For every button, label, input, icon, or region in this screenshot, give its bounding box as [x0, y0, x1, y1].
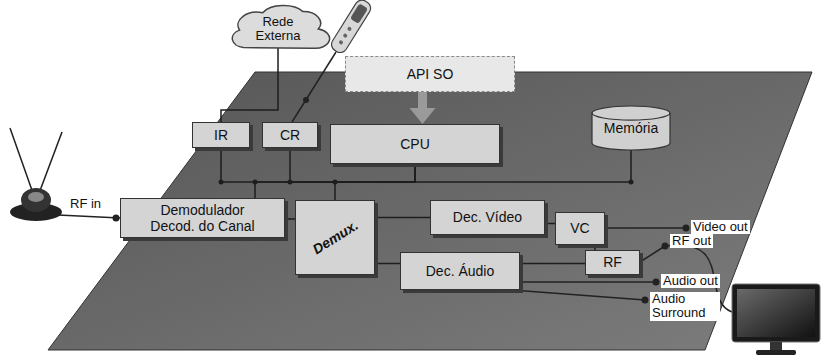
connector-dot — [642, 297, 649, 304]
bus-junction — [288, 180, 293, 185]
port-label: RF out — [670, 234, 713, 248]
connector-line — [375, 263, 400, 265]
box-label: RF — [603, 254, 622, 270]
box-label: Dec. Áudio — [426, 263, 494, 279]
network-cloud: Rede Externa — [230, 0, 326, 58]
audio-out-wire — [520, 281, 656, 283]
api-box: API SO — [345, 56, 515, 92]
antenna — [10, 128, 62, 221]
connector-line — [375, 217, 430, 219]
connector-dot — [113, 215, 120, 222]
box-label: Demux. — [309, 217, 360, 257]
process-box: Demodulador Decod. do Canal — [120, 198, 285, 238]
demux-box: Demux. — [295, 200, 375, 275]
bus-junction — [219, 180, 224, 185]
process-box: Dec. Áudio — [400, 252, 520, 290]
process-box: RF — [585, 250, 640, 275]
port-label: Video out — [691, 220, 750, 234]
process-box: CR — [262, 122, 318, 148]
box-label: IR — [214, 127, 228, 143]
connector-line — [520, 263, 585, 265]
remote-wire — [292, 52, 336, 122]
bus-junction — [629, 180, 634, 185]
box-label: Memória — [604, 120, 658, 136]
process-box: IR — [192, 122, 250, 148]
cpu-box: CPU — [330, 124, 500, 164]
bus-junction — [253, 180, 258, 185]
box-label: CR — [280, 127, 300, 143]
rf-out-wire — [640, 246, 665, 262]
connector-line — [545, 223, 555, 225]
video-out-wire — [605, 227, 686, 229]
connector-dot — [653, 279, 660, 286]
process-box: Dec. Vídeo — [430, 200, 545, 235]
box-label: CPU — [400, 136, 430, 152]
box-label: Dec. Vídeo — [453, 209, 522, 225]
remote-control — [329, 0, 373, 55]
port-label: Audio Surround — [650, 292, 720, 321]
connector-line — [285, 218, 295, 220]
memory-cylinder: Memória — [592, 106, 670, 150]
audio-surround-wire — [512, 290, 645, 300]
rf-in-wire — [58, 215, 120, 218]
box-label: Demodulador Decod. do Canal — [142, 202, 264, 234]
box-label: API SO — [407, 66, 454, 82]
bus-junction — [333, 180, 338, 185]
connector-line — [418, 92, 427, 108]
connector-dot — [303, 97, 309, 103]
port-label: RF in — [68, 197, 103, 211]
connector-line — [255, 164, 415, 198]
box-label: VC — [570, 220, 589, 236]
connector-line — [221, 47, 278, 122]
television — [732, 284, 820, 355]
process-box: VC — [555, 212, 605, 245]
arrow-head — [410, 108, 436, 124]
connector-dot — [683, 225, 690, 232]
port-label: Audio out — [661, 274, 720, 288]
circuit-board — [48, 72, 812, 350]
box-label: Rede Externa — [243, 15, 313, 44]
